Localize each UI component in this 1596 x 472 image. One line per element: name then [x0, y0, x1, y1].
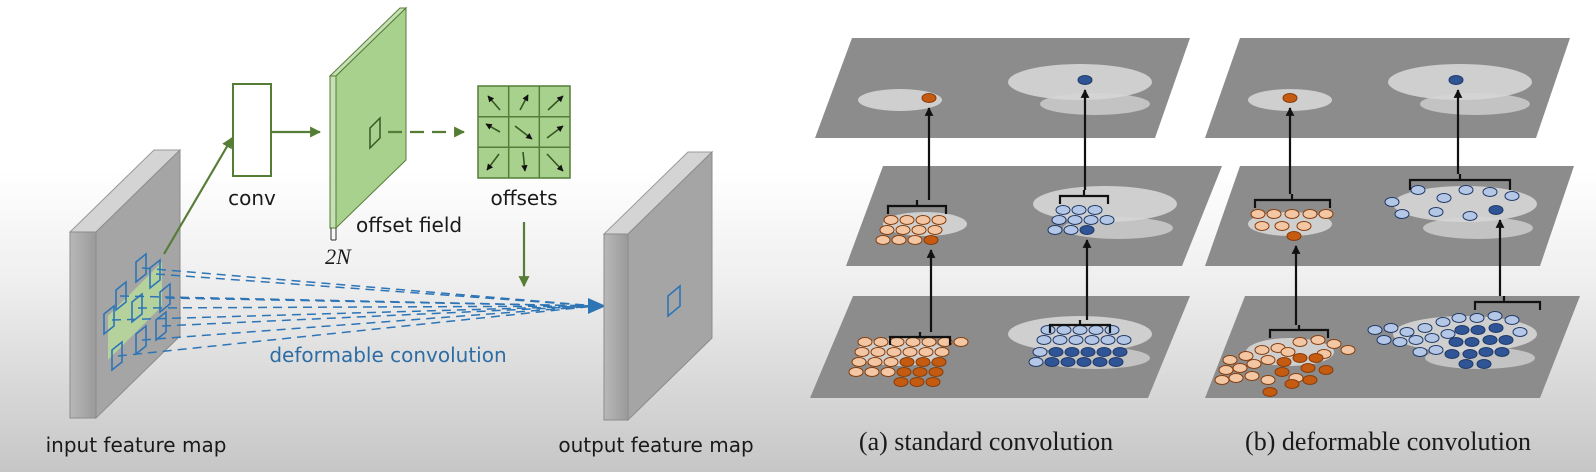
- caption-b: (b) deformable convolution: [1245, 427, 1531, 456]
- blue-top-unit-b: [1448, 75, 1464, 85]
- standard-connections: [886, 89, 1112, 345]
- input-feature-map-label: input feature map: [46, 433, 227, 457]
- layer-top-b: [1205, 38, 1570, 138]
- blue-middle-deformed: [1384, 185, 1520, 221]
- orange-top-unit-b: [1282, 93, 1298, 103]
- caption-a: (a) standard convolution: [859, 427, 1113, 456]
- deformable-convolution-lines: [111, 267, 597, 357]
- deformable-arrowhead: [588, 298, 606, 314]
- layer-middle: [846, 166, 1222, 266]
- layer-top: [815, 38, 1190, 138]
- deformable-convolution-label: deformable convolution: [269, 343, 506, 367]
- input-to-conv-arrow: [163, 137, 233, 255]
- orange-top-unit: [921, 93, 937, 103]
- layer-bottom: [810, 296, 1190, 398]
- panel-deformable-convolution: [1205, 38, 1580, 398]
- channels-label: 2N: [325, 244, 352, 269]
- offsets-label: offsets: [490, 186, 557, 210]
- orange-bottom-grid: [848, 337, 969, 387]
- blue-top-unit: [1077, 75, 1093, 85]
- offset-field: [328, 6, 408, 241]
- offsets-grid: [477, 85, 571, 179]
- orange-middle-deformed: [1250, 209, 1334, 241]
- blue-bottom-cloud: [1367, 311, 1528, 369]
- conv-label: conv: [228, 186, 276, 210]
- input-feature-map: [68, 148, 182, 420]
- output-feature-map-label: output feature map: [558, 433, 753, 457]
- blue-middle-grid: [1047, 205, 1115, 235]
- orange-bottom-cloud: [1214, 335, 1356, 397]
- deformable-connections: [1253, 89, 1542, 338]
- deformable-sampling-grid: [103, 252, 171, 372]
- offset-field-label: offset field: [356, 213, 462, 237]
- blue-bottom-grid: [1028, 325, 1132, 367]
- orange-middle-grid: [875, 215, 947, 245]
- output-feature-map: [602, 150, 714, 422]
- conv-box: [232, 83, 272, 177]
- output-cell: [667, 284, 681, 318]
- panel-standard-convolution: [810, 38, 1222, 398]
